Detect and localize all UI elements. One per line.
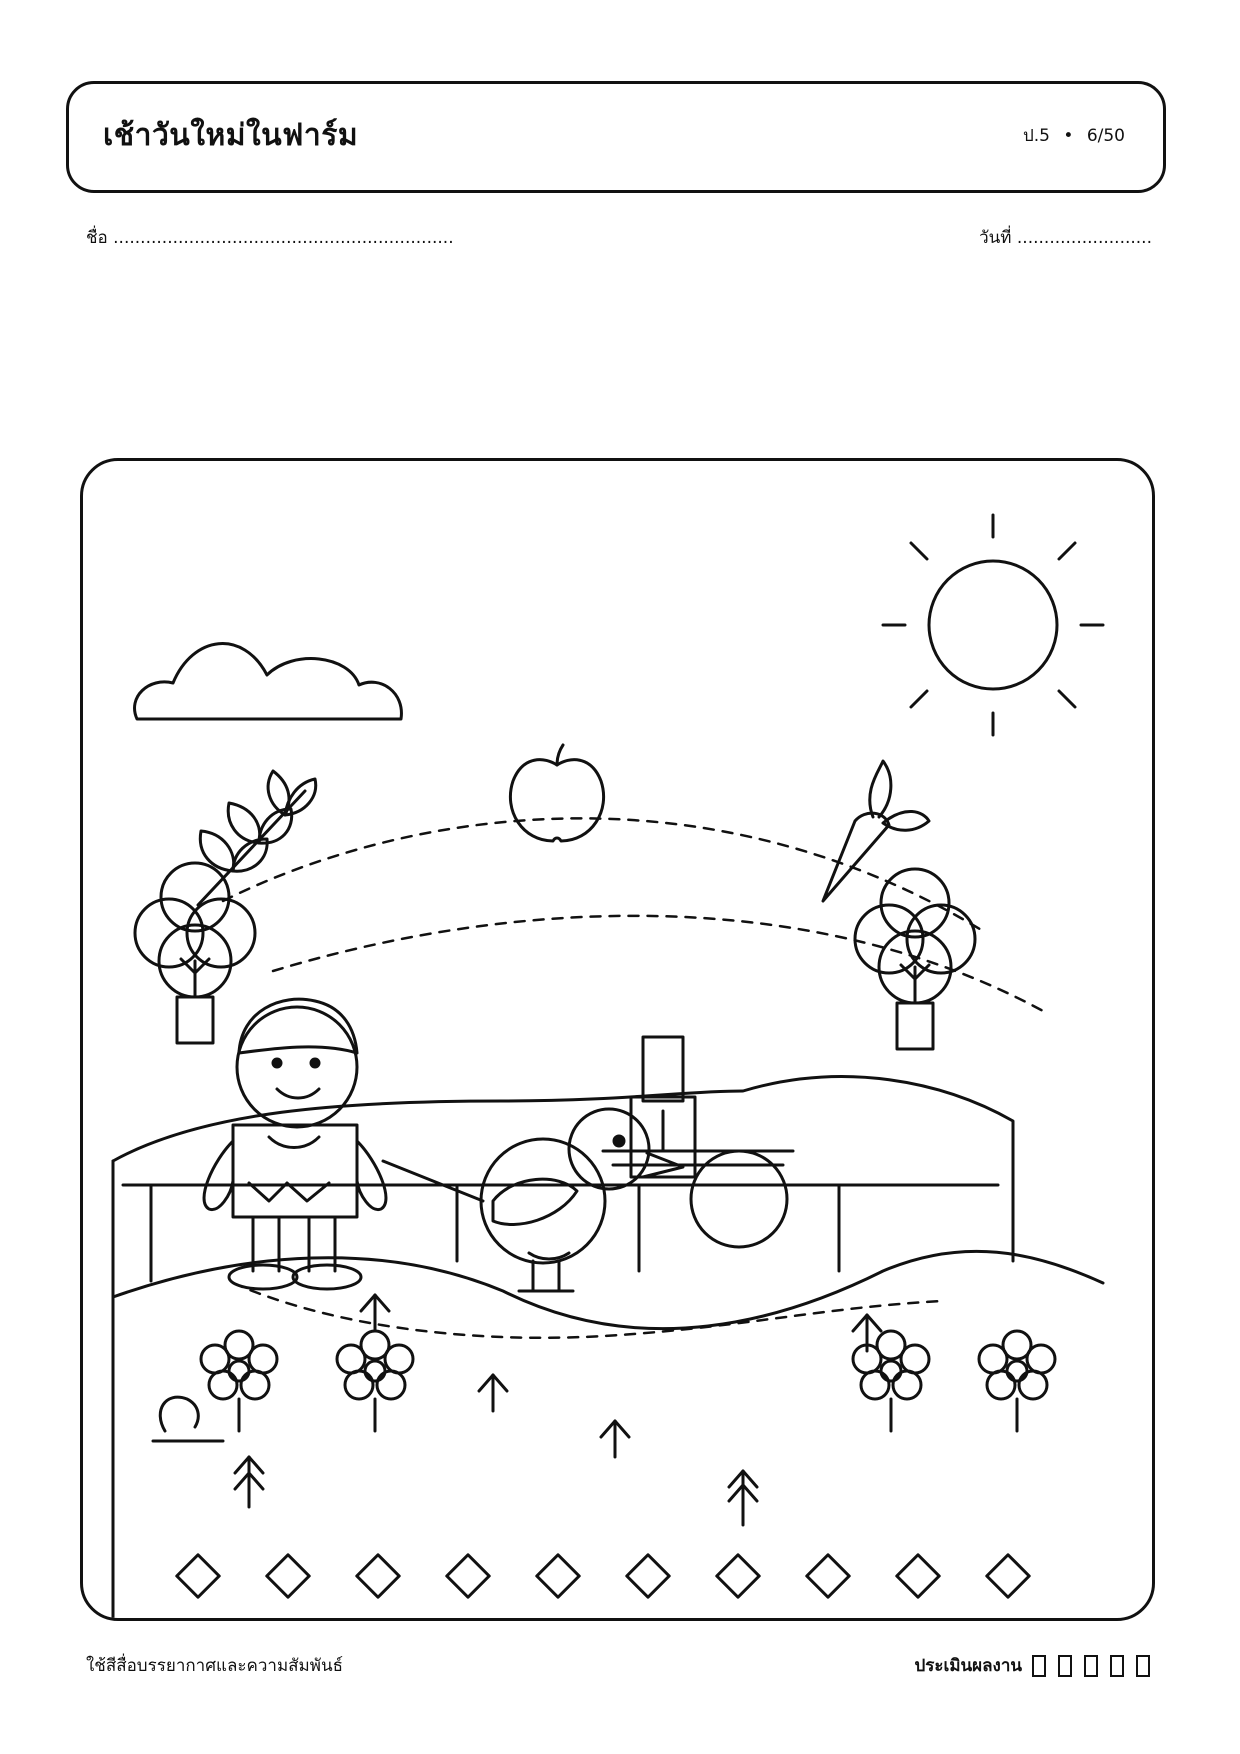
- rating-box-1[interactable]: [1032, 1654, 1046, 1677]
- sun-icon: [881, 513, 1105, 737]
- meta-separator: •: [1063, 126, 1074, 146]
- evaluation-area: ประเมินผลงาน: [914, 1652, 1150, 1679]
- sprout-icon: [151, 1395, 225, 1443]
- cloud-icon: [133, 642, 403, 721]
- coloring-illustration: [111, 513, 1105, 1618]
- apple-icon: [508, 743, 606, 843]
- footer-instruction: ใช้สีสื่อบรรยากาศและความสัมพันธ์: [86, 1656, 343, 1676]
- date-blank[interactable]: .........................: [1016, 228, 1152, 248]
- wheat-icon: [196, 769, 318, 907]
- name-field[interactable]: ชื่อ ...................................…: [86, 224, 454, 251]
- front-hill: [111, 1249, 1105, 1331]
- rating-box-3[interactable]: [1084, 1654, 1098, 1677]
- fence: [121, 1183, 1000, 1283]
- dashed-path: [231, 1281, 945, 1340]
- back-hill: [111, 1075, 1015, 1263]
- dashed-arc-lower: [271, 914, 1045, 1013]
- rating-boxes: [1032, 1654, 1150, 1677]
- tree-icon-left: [133, 861, 257, 1045]
- rating-box-5[interactable]: [1136, 1654, 1150, 1677]
- flower-icon: [199, 1329, 279, 1433]
- date-field[interactable]: วันที่ .........................: [979, 224, 1152, 251]
- grade-label: ป.5: [1022, 126, 1050, 146]
- hay-bale-icon: [689, 1149, 789, 1249]
- tree-icon-right: [853, 867, 977, 1051]
- page-number: 6/50: [1086, 126, 1125, 146]
- dashed-arc-upper: [221, 817, 985, 933]
- header-box: เช้าวันใหม่ในฟาร์ม ป.5 • 6/50: [66, 81, 1166, 193]
- flower-icon: [335, 1329, 415, 1433]
- grass-sprout-icon: [233, 1293, 883, 1527]
- flower-icon: [851, 1329, 931, 1433]
- name-blank[interactable]: ........................................…: [113, 228, 454, 248]
- bird-figure: [479, 1107, 685, 1293]
- coloring-frame: [80, 458, 1155, 1621]
- building-icon: [601, 1035, 795, 1179]
- rating-box-2[interactable]: [1058, 1654, 1072, 1677]
- diamond-border: [175, 1553, 1031, 1599]
- child-figure: [202, 997, 485, 1291]
- rating-box-4[interactable]: [1110, 1654, 1124, 1677]
- name-label: ชื่อ: [86, 228, 108, 248]
- flower-icon: [977, 1329, 1057, 1433]
- page-title: เช้าวันใหม่ในฟาร์ม: [103, 118, 359, 153]
- carrot-icon: [821, 759, 931, 903]
- date-label: วันที่: [979, 228, 1012, 248]
- page-meta: ป.5 • 6/50: [1023, 122, 1125, 149]
- evaluation-label: ประเมินผลงาน: [914, 1656, 1022, 1676]
